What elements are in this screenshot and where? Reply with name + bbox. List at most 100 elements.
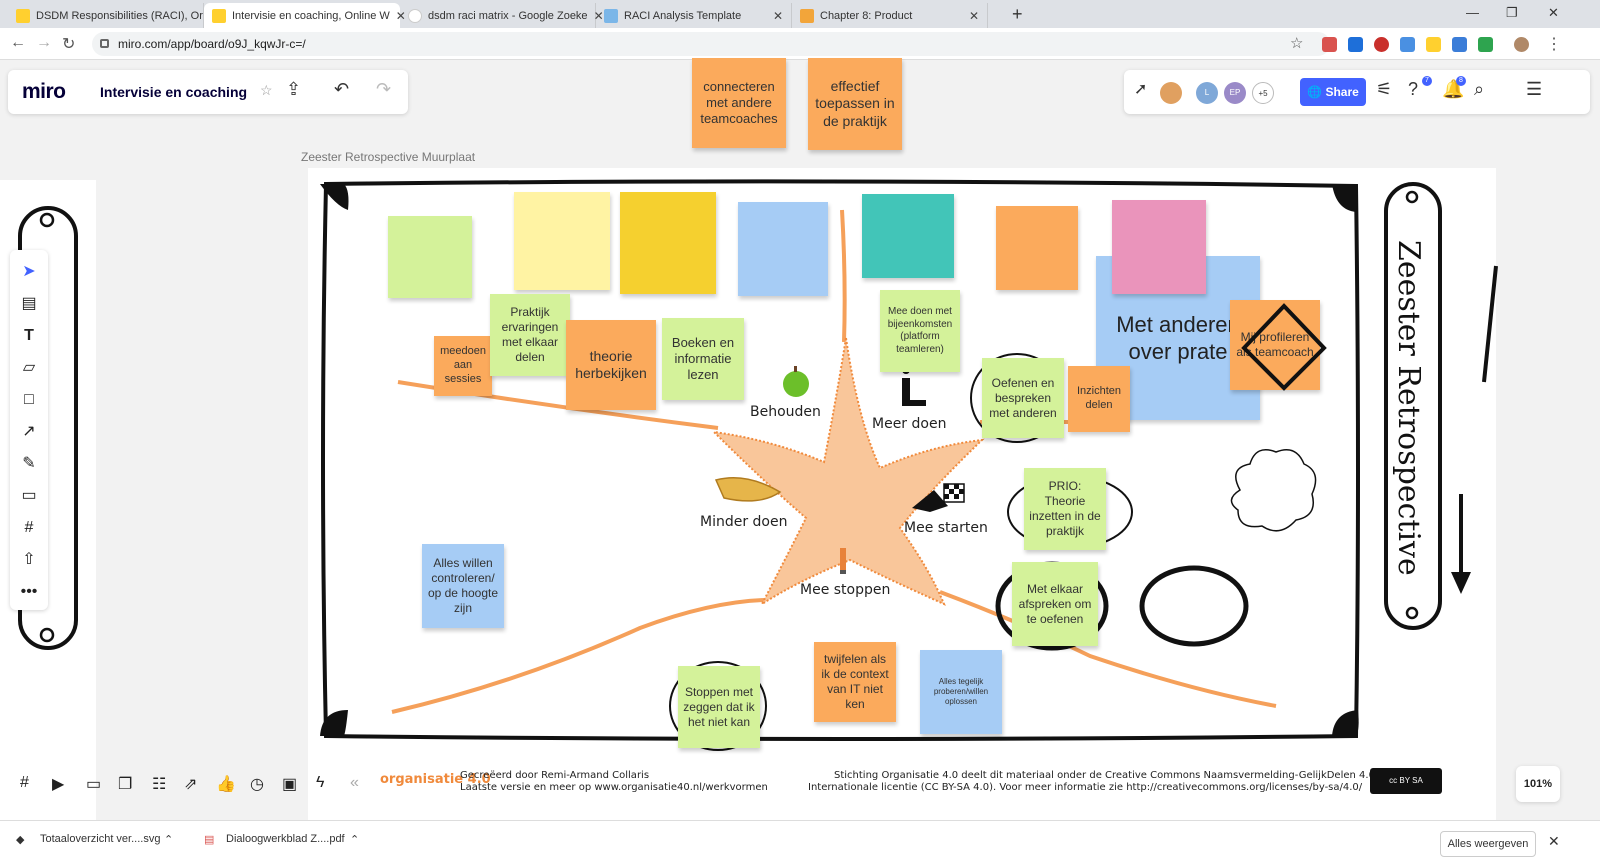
close-window-icon[interactable]: ✕: [1548, 5, 1559, 20]
diamond-shape[interactable]: [1240, 303, 1328, 392]
avatar[interactable]: L: [1196, 82, 1218, 104]
templates-icon[interactable]: ▤: [21, 295, 37, 312]
pen-icon[interactable]: ✎: [22, 455, 36, 472]
board-menu-icon[interactable]: ☰: [1526, 79, 1543, 99]
minimize-icon[interactable]: —: [1466, 5, 1479, 20]
browser-tab[interactable]: dsdm raci matrix - Google Zoeke ✕: [400, 3, 604, 28]
sticky-note-icon[interactable]: ▱: [22, 359, 36, 376]
collapse-icon[interactable]: «: [350, 774, 359, 791]
sticky-note[interactable]: connecteren met andere teamcoaches: [692, 58, 786, 148]
sticky-note[interactable]: Alles willen controleren/ op de hoogte z…: [422, 544, 504, 628]
settings-sliders-icon[interactable]: ⚟: [1376, 79, 1393, 99]
sticky-note[interactable]: Inzichten delen: [1068, 366, 1130, 432]
timer-icon[interactable]: ◷: [250, 776, 264, 793]
export-icon[interactable]: ⇪: [286, 79, 302, 99]
vote-icon[interactable]: 👍: [216, 776, 236, 793]
sticky-note-empty[interactable]: [996, 206, 1078, 290]
browser-tab[interactable]: RACI Analysis Template ✕: [596, 3, 792, 28]
sticky-note[interactable]: theorie herbekijken: [566, 320, 656, 410]
apps-icon[interactable]: ϟ: [316, 774, 325, 791]
extension-icon[interactable]: [1478, 37, 1493, 52]
browser-tab[interactable]: DSDM Responsibilities (RACI), Or ✕: [8, 3, 219, 28]
upload-icon[interactable]: ⇧: [22, 551, 36, 568]
extension-icon[interactable]: [1400, 37, 1415, 52]
comment-icon[interactable]: ▭: [21, 487, 37, 504]
select-tool-icon[interactable]: ➤: [22, 263, 36, 280]
more-tools-icon[interactable]: •••: [20, 583, 38, 600]
avatar[interactable]: EP: [1224, 82, 1246, 104]
retrospective-drawing: [18, 179, 1498, 751]
sticky-note[interactable]: meedoen aan sessies: [434, 336, 492, 396]
connector-icon[interactable]: ↗: [22, 423, 36, 440]
cursor-icon[interactable]: ➚: [1134, 81, 1148, 98]
miro-extension-icon[interactable]: [1426, 37, 1441, 52]
board-name[interactable]: Intervisie en coaching: [100, 84, 248, 100]
sticky-note[interactable]: Boeken en informatie lezen: [662, 318, 744, 400]
close-icon[interactable]: ✕: [772, 8, 783, 23]
sticky-note[interactable]: Stoppen met zeggen dat ik het niet kan: [678, 666, 760, 748]
sticky-note-empty[interactable]: [738, 202, 828, 296]
miro-left-toolbar: ➤ ▤ T ▱ □ ↗ ✎ ▭ # ⇧ •••: [10, 250, 48, 610]
search-icon[interactable]: ⌕: [1474, 79, 1485, 99]
avatar[interactable]: [1160, 82, 1182, 104]
bookmark-star-icon[interactable]: ☆: [1290, 35, 1304, 52]
new-tab-icon[interactable]: +: [1012, 4, 1023, 24]
sticky-note-empty[interactable]: [862, 194, 954, 278]
sticky-note[interactable]: Mee doen met bijeenkomsten (platform tea…: [880, 290, 960, 372]
extension-icon[interactable]: [1452, 37, 1467, 52]
chat-icon[interactable]: ❐: [118, 776, 133, 793]
miro-logo[interactable]: miro: [22, 80, 66, 103]
star-icon[interactable]: ☆: [260, 82, 273, 98]
sticky-note[interactable]: twijfelen als ik de context van IT niet …: [814, 642, 896, 722]
presentation-icon[interactable]: ▶: [52, 776, 65, 793]
comments-icon[interactable]: ▭: [86, 776, 102, 793]
close-downloads-icon[interactable]: ✕: [1548, 833, 1560, 849]
shape-tool-icon[interactable]: □: [24, 391, 34, 408]
text-tool-icon[interactable]: T: [24, 327, 34, 344]
sticky-note[interactable]: Oefenen en bespreken met anderen: [982, 358, 1064, 438]
undo-icon[interactable]: ↶: [334, 79, 350, 99]
chevron-up-icon[interactable]: ⌃: [350, 834, 360, 846]
more-collaborators-badge[interactable]: +5: [1252, 82, 1274, 104]
extension-icon[interactable]: [1374, 37, 1389, 52]
sticky-note[interactable]: Alles tegelijk proberen/willen oplossen: [920, 650, 1002, 734]
download-item[interactable]: Dialoogwerkblad Z....pdf: [226, 833, 345, 845]
frame-tool-icon[interactable]: #: [24, 519, 34, 536]
video-icon[interactable]: ▣: [282, 776, 298, 793]
download-item[interactable]: Totaaloverzicht ver....svg: [40, 833, 161, 845]
sticky-note-empty[interactable]: [620, 192, 716, 294]
frames-icon[interactable]: #: [20, 774, 29, 791]
extension-icon[interactable]: [1322, 37, 1337, 52]
zoom-level[interactable]: 101%: [1516, 766, 1560, 802]
redo-icon[interactable]: ↷: [376, 79, 392, 99]
quadrant-label-stop: Mee stoppen: [800, 582, 891, 598]
restore-icon[interactable]: ❐: [1506, 5, 1518, 20]
miro-canvas[interactable]: Zeester Retrospective Muurplaat: [0, 58, 1600, 820]
profile-avatar[interactable]: [1514, 37, 1529, 52]
extension-icon[interactable]: [1348, 37, 1363, 52]
back-icon[interactable]: ←: [10, 34, 26, 51]
reload-icon[interactable]: ↻: [62, 36, 76, 53]
frame-label[interactable]: Zeester Retrospective Muurplaat: [301, 150, 476, 164]
sticky-note-empty[interactable]: [388, 216, 472, 298]
sticky-note[interactable]: effectief toepassen in de praktijk: [808, 58, 902, 150]
close-icon[interactable]: ✕: [593, 8, 604, 23]
help-icon[interactable]: ?: [1408, 79, 1419, 99]
close-icon[interactable]: ✕: [395, 8, 406, 23]
cards-icon[interactable]: ☷: [152, 776, 167, 793]
forward-icon[interactable]: →: [36, 34, 52, 51]
sticky-note-empty[interactable]: [514, 192, 610, 290]
browser-tab-active[interactable]: Intervisie en coaching, Online W ✕: [204, 3, 406, 28]
menu-dots-icon[interactable]: ⋮: [1546, 36, 1562, 53]
sticky-note-empty[interactable]: [1112, 200, 1206, 294]
share-button[interactable]: 🌐 Share: [1300, 78, 1366, 106]
share-screen-icon[interactable]: ⇗: [184, 776, 198, 793]
sticky-note[interactable]: PRIO: Theorie inzetten in de praktijk: [1024, 468, 1106, 550]
url-input[interactable]: miro.com/app/board/o9J_kqwJr-c=/: [92, 32, 1330, 56]
browser-tab[interactable]: Chapter 8: Product ✕: [792, 3, 988, 28]
close-icon[interactable]: ✕: [968, 8, 979, 23]
sticky-note[interactable]: Praktijk ervaringen met elkaar delen: [490, 294, 570, 376]
sticky-note[interactable]: Met elkaar afspreken om te oefenen: [1012, 562, 1098, 646]
chevron-up-icon[interactable]: ⌃: [164, 834, 174, 846]
show-all-downloads-button[interactable]: Alles weergeven: [1440, 831, 1536, 857]
